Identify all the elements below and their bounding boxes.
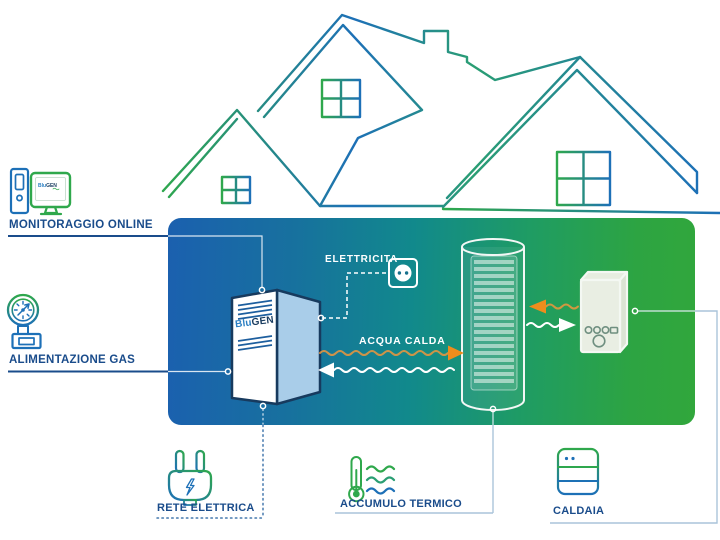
- window-icon: [320, 78, 362, 119]
- grid-label: RETE ELETTRICA: [157, 502, 255, 514]
- monitor-screen-logo: BluGEN: [38, 183, 57, 189]
- boiler-label: CALDAIA: [553, 505, 605, 517]
- window-icon: [220, 175, 252, 205]
- monitoring-label: MONITORAGGIO ONLINE: [9, 219, 153, 231]
- screen-brand-first: Blu: [38, 183, 47, 189]
- house-windows: [220, 78, 612, 207]
- house-outline-art: [161, 13, 720, 215]
- screen-brand-second: GEN: [46, 183, 57, 189]
- plug-icon: [167, 449, 213, 506]
- storage-label: ACCUMULO TERMICO: [340, 498, 462, 510]
- computer-monitoring-icon: [9, 167, 72, 216]
- window-icon: [555, 150, 612, 207]
- hot-water-label: ACQUA CALDA: [359, 335, 446, 347]
- boiler-icon: [556, 447, 600, 496]
- gas-gauge-icon: [6, 293, 42, 350]
- electricity-label: ELETTRICITA: [325, 254, 399, 265]
- thermometer-icon: [348, 456, 396, 503]
- unit-brand-first: Blu: [234, 317, 253, 331]
- gas-label: ALIMENTAZIONE GAS: [9, 354, 136, 366]
